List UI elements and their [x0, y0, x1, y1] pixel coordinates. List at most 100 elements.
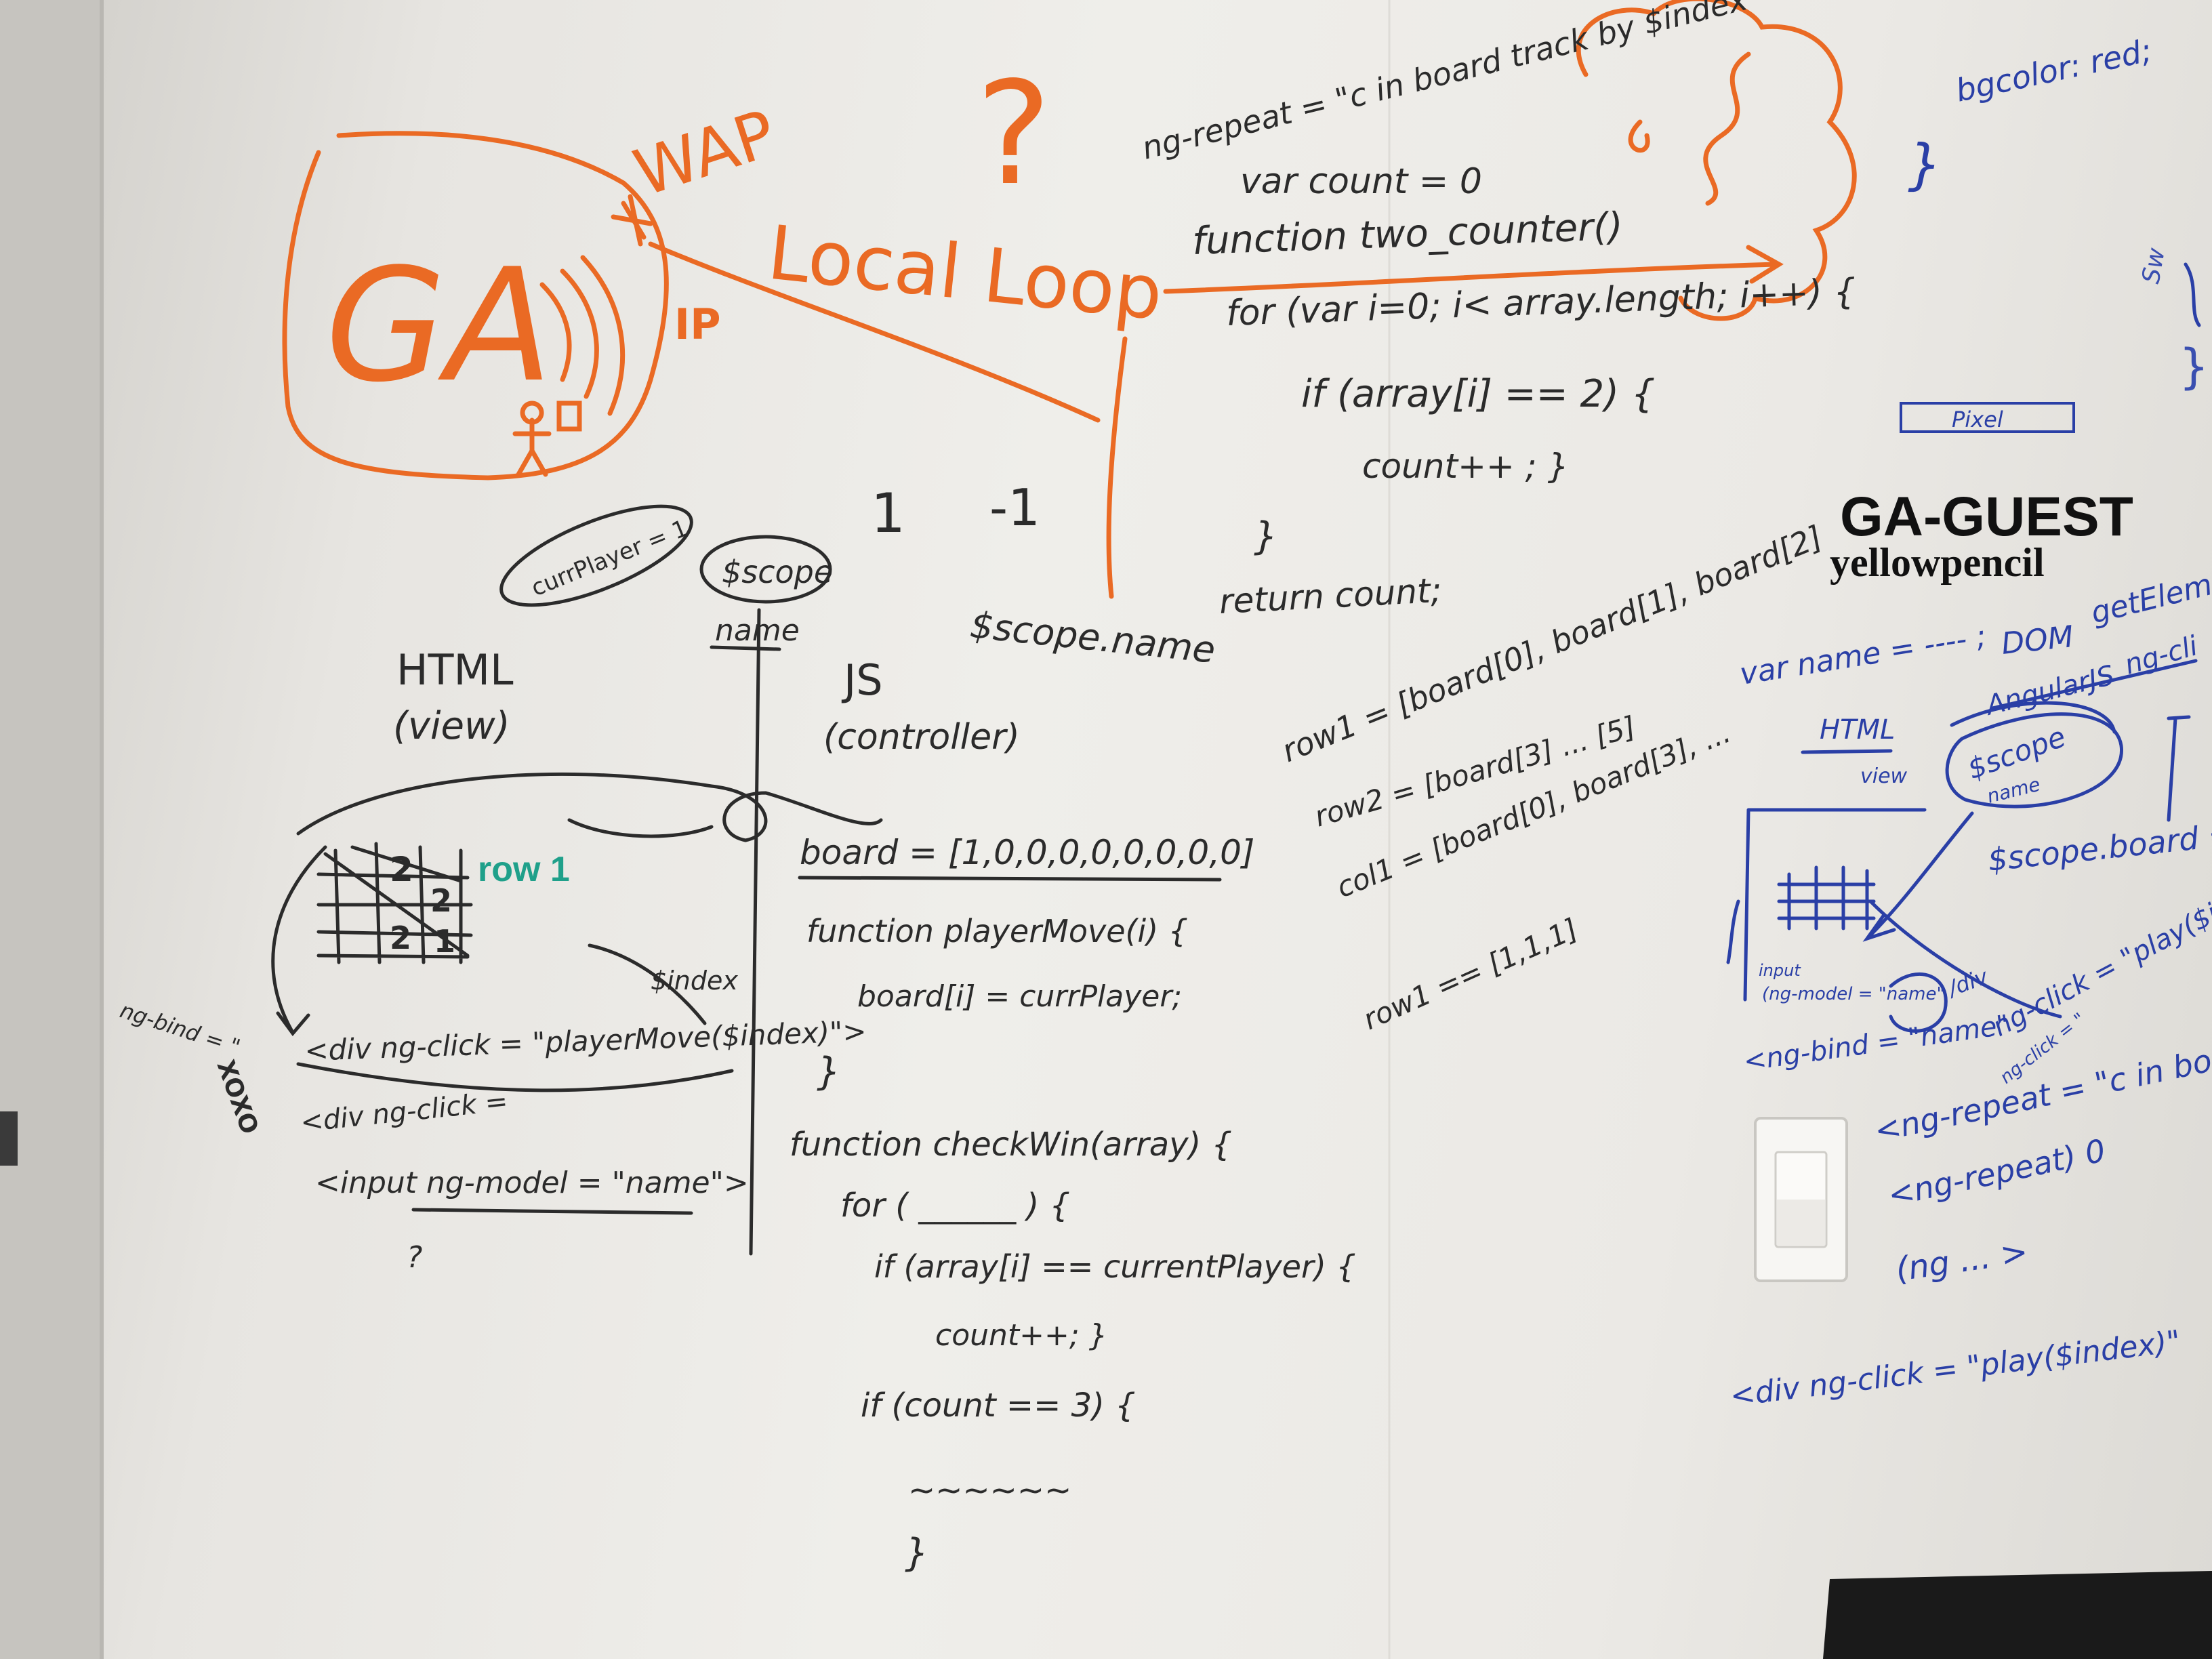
bottom-curve	[296, 1062, 734, 1092]
top-connector-2	[567, 818, 714, 838]
div-text: /div	[1943, 963, 1992, 1002]
index-arrow	[588, 943, 707, 1025]
ng-dots-text: (ng ... >	[1893, 1233, 2030, 1289]
blue-angular-underline	[1990, 659, 2198, 710]
js-code-line: }	[817, 1050, 841, 1094]
blue-view-frame	[1743, 808, 1927, 1002]
side-text-top: Sw	[2137, 245, 2171, 285]
js-code-line: count++; }	[935, 1318, 1108, 1353]
div-click-text: <div ng-click = "play($index)"	[1728, 1324, 2182, 1414]
js-code-line: ~~~~~~	[908, 1471, 1071, 1509]
xoxo-text: XOXO	[211, 1057, 264, 1138]
wifi-arc-2	[560, 268, 599, 399]
side-box-text: Pixel	[1952, 407, 2003, 432]
html-code-line: <div ng-click = "playerMove($index)">	[304, 1015, 867, 1067]
trash-can	[1823, 1571, 2212, 1659]
mark-one: 1	[871, 482, 905, 545]
scope-name-text: $scope.name	[968, 603, 1218, 672]
blue-small-grid	[1777, 865, 1876, 930]
question-mark: ?	[976, 51, 1051, 217]
code-line: return count;	[1218, 571, 1443, 621]
name-text: name	[715, 613, 800, 648]
ga-text: GA	[325, 236, 553, 417]
grid-marks: 2 2 2 1	[390, 850, 455, 960]
local-loop-text: Local Loop	[764, 209, 1166, 337]
light-switch	[1754, 1117, 1848, 1282]
tic-tac-toe-grid	[316, 842, 473, 964]
left-wall-edge	[0, 0, 102, 1659]
wifi-arc-3	[580, 255, 626, 416]
blue-sketch	[1726, 262, 2201, 1033]
grid-mark: 2	[430, 882, 452, 919]
ga-box-outline	[282, 131, 669, 480]
side-text-mid: }	[2179, 339, 2209, 394]
orange-network-sketch	[282, 0, 1857, 599]
js-code-line: function playerMove(i) {	[806, 913, 1188, 949]
cloud-squiggle	[1703, 52, 1751, 206]
scope-ellipse	[699, 535, 832, 604]
view-label: (view)	[393, 704, 510, 748]
code-line: if (array[i] == 2) {	[1301, 372, 1655, 416]
html-code-line: ?	[407, 1240, 422, 1275]
ip-text: IP	[674, 300, 721, 349]
ng-repeat-2-text: <ng-repeat) 0	[1885, 1132, 2108, 1214]
grid-mark: 1	[434, 923, 455, 960]
html-code-line: <input ng-model = "name">	[315, 1166, 749, 1200]
wall-clip	[0, 1111, 18, 1166]
code-line: ng-repeat = "c in board track by $index	[1139, 0, 1752, 167]
dom-text: DOM	[2000, 619, 2075, 661]
scope-text: $scope	[722, 554, 833, 590]
stick-figure	[512, 401, 552, 477]
js-label: JS	[841, 655, 883, 705]
blue-view-text: view	[1860, 764, 1908, 788]
loop-vertical	[1106, 336, 1128, 599]
ng-cli-text: ng-cli	[2121, 630, 2201, 680]
divider-line	[749, 608, 761, 1256]
code-line: var count = 0	[1240, 161, 1482, 202]
blue-html-text: HTML	[1820, 714, 1895, 745]
switch-rocker-shadow	[1777, 1200, 1825, 1246]
input-text: input	[1759, 961, 1801, 980]
underline-ng-model	[411, 1208, 693, 1215]
sign-subtitle: yellowpencil	[1830, 540, 2045, 585]
blue-paren	[1726, 899, 1740, 964]
blue-bracket	[2167, 715, 2191, 822]
html-label: HTML	[396, 645, 514, 695]
cloud-arc	[1628, 119, 1650, 153]
js-code-line: board = [1,0,0,0,0,0,0,0,0]	[800, 833, 1254, 872]
wap-antenna	[611, 194, 653, 247]
code-line: for (var i=0; i< array.length; i++) {	[1225, 272, 1856, 334]
ng-click-play-text: ng-click = "play($index	[1988, 866, 2212, 1042]
wap-text: WAP	[626, 96, 785, 211]
code-line: }	[1254, 514, 1278, 558]
device-box	[556, 401, 582, 432]
row-col-line: row1 == [1,1,1]	[1358, 912, 1582, 1036]
ng-bind-name-text: <ng-bind = "name"	[1742, 1009, 2011, 1078]
blue-html-underline	[1801, 749, 1893, 754]
js-code-line: if (array[i] == currentPlayer) {	[874, 1248, 1356, 1285]
wifi-arc-1	[539, 282, 572, 382]
underline-name	[710, 645, 781, 651]
code-line: count++ ; }	[1362, 447, 1569, 486]
js-code-line: if (count == 3) {	[861, 1387, 1136, 1425]
curr-player-text: currPlayer = 1	[527, 514, 691, 602]
blue-scope-oval-2	[1950, 701, 2116, 734]
index-label: $index	[651, 966, 738, 996]
loop-line	[648, 241, 1101, 423]
underline-board	[798, 876, 1222, 882]
js-code-line: board[i] = currPlayer;	[857, 979, 1182, 1014]
html-code-line: <div ng-click =	[299, 1086, 509, 1139]
html-code: <div ng-click = "playerMove($index)"> <d…	[299, 1015, 867, 1275]
grid-mark: 2	[390, 920, 411, 956]
left-arrow	[271, 845, 327, 1037]
ng-model-text: (ng-model = "name"	[1762, 984, 1944, 1004]
blue-cross-line	[1868, 899, 2062, 1019]
curr-player-ellipse	[499, 504, 693, 607]
controller-label: (controller)	[823, 717, 1020, 758]
code-line: function two_counter()	[1191, 205, 1624, 264]
side-box	[1900, 402, 2075, 433]
blue-brace-right	[2184, 262, 2201, 327]
mark-minus-one: -1	[989, 478, 1040, 537]
row1-label: row 1	[478, 850, 570, 889]
